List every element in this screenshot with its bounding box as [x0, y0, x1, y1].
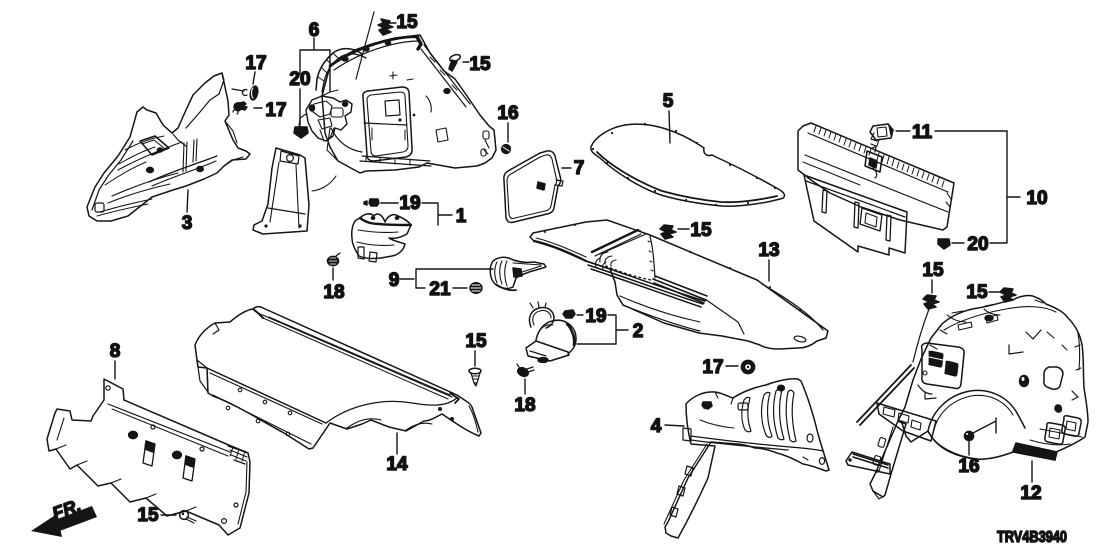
- svg-text:20: 20: [967, 234, 988, 255]
- svg-text:7: 7: [574, 158, 585, 179]
- svg-text:11: 11: [912, 122, 933, 143]
- svg-text:8: 8: [110, 341, 121, 362]
- svg-text:15: 15: [922, 260, 944, 281]
- svg-text:16: 16: [497, 103, 518, 124]
- svg-text:17: 17: [245, 53, 266, 74]
- svg-text:9: 9: [389, 270, 400, 291]
- svg-text:15: 15: [690, 220, 712, 241]
- svg-text:12: 12: [1020, 483, 1041, 504]
- svg-text:18: 18: [323, 282, 344, 303]
- svg-text:15: 15: [396, 12, 418, 33]
- svg-text:6: 6: [309, 20, 320, 41]
- svg-text:15: 15: [469, 54, 491, 75]
- svg-text:19: 19: [585, 306, 606, 327]
- svg-text:14: 14: [386, 454, 408, 475]
- svg-text:1: 1: [456, 206, 467, 227]
- svg-text:2: 2: [633, 321, 644, 342]
- svg-text:10: 10: [1026, 188, 1047, 209]
- svg-text:15: 15: [137, 505, 159, 526]
- svg-text:19: 19: [399, 193, 420, 214]
- svg-text:TRV4B3940: TRV4B3940: [997, 529, 1067, 546]
- svg-text:15: 15: [966, 282, 988, 303]
- svg-text:4: 4: [651, 416, 662, 437]
- svg-text:15: 15: [465, 331, 487, 352]
- svg-text:16: 16: [958, 456, 979, 477]
- svg-text:13: 13: [758, 240, 779, 261]
- svg-text:17: 17: [702, 357, 723, 378]
- svg-text:3: 3: [182, 213, 193, 234]
- svg-text:20: 20: [289, 69, 310, 90]
- svg-text:18: 18: [514, 395, 535, 416]
- svg-text:5: 5: [663, 91, 674, 112]
- svg-text:21: 21: [429, 279, 451, 300]
- svg-text:17: 17: [265, 100, 286, 121]
